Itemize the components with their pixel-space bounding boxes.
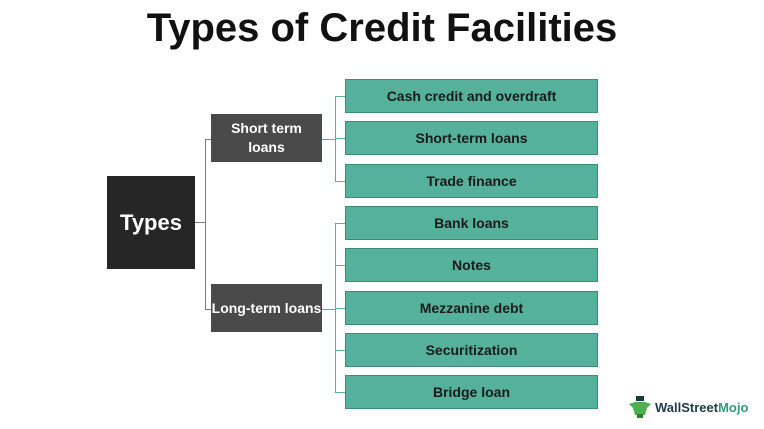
connector	[205, 139, 206, 310]
connector	[335, 350, 345, 351]
logo-text: WallStreet	[655, 399, 719, 415]
leaf-node: Bank loans	[345, 206, 598, 240]
diagram-title: Types of Credit Facilities	[146, 6, 618, 50]
connector	[335, 181, 345, 182]
leaf-node: Trade finance	[345, 164, 598, 198]
bull-icon	[629, 396, 651, 418]
connector	[195, 222, 205, 223]
connector	[205, 309, 211, 310]
connector	[335, 265, 345, 266]
leaf-node: Cash credit and overdraft	[345, 79, 598, 113]
connector	[335, 308, 345, 309]
leaf-node: Bridge loan	[345, 375, 598, 409]
connector	[205, 139, 211, 140]
connector	[335, 96, 345, 97]
connector	[322, 309, 335, 310]
leaf-node: Notes	[345, 248, 598, 282]
leaf-node: Short-term loans	[345, 121, 598, 155]
branch-long-term: Long-term loans	[211, 284, 322, 332]
connector	[335, 138, 345, 139]
leaf-node: Securitization	[345, 333, 598, 367]
branch-short-term: Short term loans	[211, 114, 322, 162]
root-node: Types	[107, 176, 195, 269]
leaf-node: Mezzanine debt	[345, 291, 598, 325]
connector	[335, 96, 336, 182]
logo-text-accent: Mojo	[718, 399, 749, 415]
connector	[335, 392, 345, 393]
connector	[322, 139, 335, 140]
connector	[335, 223, 345, 224]
